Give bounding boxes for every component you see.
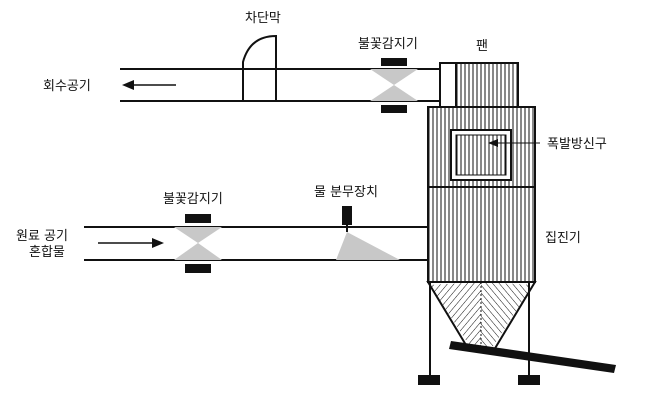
return-air-arrow <box>122 80 176 90</box>
label-shutter: 차단막 <box>245 11 281 26</box>
label-spark-detector-top: 불꽃감지기 <box>358 37 418 52</box>
label-water-spray: 물 분무장치 <box>314 185 378 200</box>
spark-detector-bottom <box>174 214 222 273</box>
spark-detector-top <box>370 58 418 113</box>
water-spray-device <box>336 206 400 260</box>
label-explosion-vent: 폭발방신구 <box>547 137 607 152</box>
label-fan: 팬 <box>476 39 488 54</box>
inlet-air-arrow <box>98 238 164 248</box>
explosion-vent-pointer <box>488 139 540 147</box>
label-return-air: 회수공기 <box>43 79 91 94</box>
label-raw-mix-line2: 혼합물 <box>29 245 65 260</box>
explosion-vent <box>450 129 512 181</box>
fan <box>439 62 519 108</box>
label-raw-mix-line1: 원료 공기 <box>16 229 68 244</box>
discharge-conveyor <box>449 341 616 373</box>
label-collector: 집진기 <box>545 231 581 246</box>
label-spark-detector-bottom: 불꽃감지기 <box>163 192 223 207</box>
shutter-damper <box>242 34 277 101</box>
